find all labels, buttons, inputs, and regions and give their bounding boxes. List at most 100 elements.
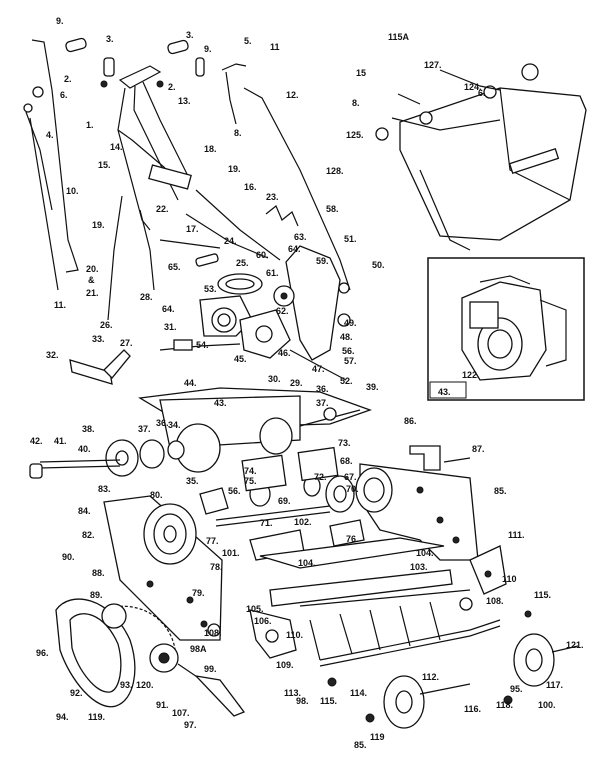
part-label: 64. [288,244,301,254]
part-label: 22. [156,204,169,214]
part-label: 70. [346,484,359,494]
part-label: 118. [496,700,513,710]
part-label: 37. [138,424,151,434]
part-label: 96. [36,648,49,658]
part-label: 27. [120,338,133,348]
part-label: 33. [92,334,105,344]
part-label: 19. [228,164,241,174]
control-rod-left [25,39,79,291]
part-label: 3. [186,30,194,40]
part-label: 77. [206,536,219,546]
part-label: 54. [196,340,209,350]
part-label: 44. [184,378,197,388]
part-label: 124. [464,82,482,92]
part-label: 76. [346,534,359,544]
part-label: 89. [90,590,103,600]
part-label: 122. [462,370,480,380]
part-label: 40. [78,444,91,454]
part-labels: 9. 3. 3. 9. 5. 11 2. 2. 6. 4. 13. 12. 8.… [30,16,584,750]
part-label: 2. [168,82,176,92]
part-label: 48. [340,332,353,342]
part-label: 15. [98,160,111,170]
part-label: 91. [156,700,169,710]
part-label: 108. [486,596,504,606]
bracket-86 [409,445,471,471]
part-label: 99. [204,664,217,674]
grass-catcher [375,63,587,251]
part-label: 128. [326,166,344,176]
part-label: 110 [502,574,517,584]
part-label: 37. [316,398,329,408]
side-plate-left [103,487,229,641]
part-label: 57. [344,356,357,366]
part-label: 115. [534,590,551,600]
part-label: 87. [472,444,485,454]
part-label: 104. [416,548,434,558]
bracket-32 [69,349,131,385]
part-label: 6. [60,90,68,100]
part-label: 115A [388,32,410,42]
part-label: 8. [352,98,360,108]
part-label: 34. [168,420,181,430]
part-label: 117. [546,680,563,690]
part-label: 97. [184,720,197,730]
part-label: 30. [268,374,281,384]
part-label: 32. [46,350,59,360]
part-label: 75. [244,476,257,486]
part-label: 65. [168,262,181,272]
part-label: 41. [54,436,67,446]
rear-wheels [327,610,579,729]
part-label: 15 [356,68,366,78]
part-label: 116. [464,704,481,714]
part-label: 3. [106,34,114,44]
bracket-110 [469,545,507,595]
part-label: 82. [82,530,95,540]
part-label: 104. [298,558,316,568]
part-label: 16. [244,182,257,192]
part-label: 46. [278,348,291,358]
part-label: 109. [276,660,294,670]
part-label: 85. [354,740,367,750]
part-label: 85. [494,486,507,496]
part-label: 10. [66,186,79,196]
part-label: 120. [136,680,154,690]
part-label: 114. [350,688,367,698]
part-label: 19. [92,220,105,230]
part-label: 13. [178,96,191,106]
part-label: 47. [312,364,325,374]
part-label: 20. [86,264,99,274]
part-label: 39. [366,382,379,392]
rod-12 [243,87,351,291]
part-label: 24. [224,236,237,246]
part-label: 35. [186,476,199,486]
part-label: 31. [164,322,177,332]
part-label: 58. [326,204,339,214]
part-label: 26. [100,320,113,330]
part-label: 112. [422,672,439,682]
part-label: 79. [192,588,205,598]
side-plate-right [355,463,479,561]
part-label: 36. [156,418,169,428]
part-label: 115. [320,696,337,706]
rod-5 [221,63,247,125]
part-label: 2. [64,74,72,84]
part-label: 92. [70,688,83,698]
part-label: 11. [54,300,66,310]
part-label: 121. [566,640,584,650]
part-label: 127. [424,60,442,70]
part-label: 52. [340,376,353,386]
part-label: 125. [346,130,364,140]
part-label: 102. [294,517,312,527]
part-label: 106. [254,616,272,626]
part-label: 21. [86,288,99,298]
part-label: 73. [338,438,351,448]
engine-inset [427,257,585,401]
part-label: 43. [214,398,227,408]
part-label: 63. [294,232,307,242]
part-label: 1. [86,120,94,130]
part-label: 86. [404,416,417,426]
part-label: 103. [410,562,428,572]
part-label: 18. [204,144,217,154]
part-label: 90. [62,552,75,562]
